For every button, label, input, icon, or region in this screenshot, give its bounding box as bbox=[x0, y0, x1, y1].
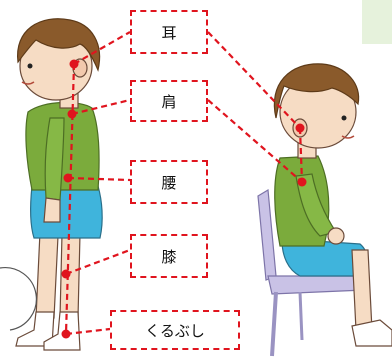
standing-child-illustration bbox=[16, 19, 102, 350]
label-shoulder: 肩 bbox=[130, 80, 208, 122]
seated-shoulder-dot bbox=[298, 178, 307, 187]
label-ankle: くるぶし bbox=[110, 310, 240, 350]
corner-panel bbox=[362, 0, 392, 44]
knee-dot bbox=[62, 270, 71, 279]
waist-dot bbox=[64, 174, 73, 183]
ankle-dot bbox=[62, 330, 71, 339]
label-ear: 耳 bbox=[130, 10, 208, 54]
seated-child-illustration bbox=[258, 64, 392, 356]
ear-dot bbox=[70, 60, 79, 69]
circle-fragment bbox=[0, 268, 36, 330]
shoulder-dot bbox=[68, 110, 77, 119]
label-waist: 腰 bbox=[130, 160, 208, 204]
label-knee: 膝 bbox=[130, 234, 208, 278]
seated-ear-dot bbox=[296, 124, 305, 133]
